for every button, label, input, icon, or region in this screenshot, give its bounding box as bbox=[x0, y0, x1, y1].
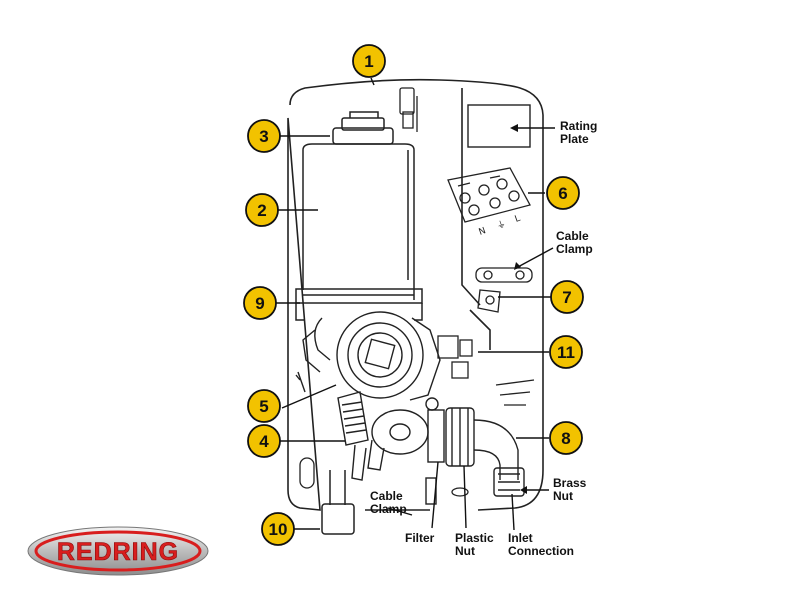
terminal-mark-n: N bbox=[478, 226, 488, 238]
callout-11-number: 11 bbox=[557, 343, 575, 362]
callout-6-number: 6 bbox=[558, 184, 567, 203]
label-brass-nut: Brass Nut bbox=[553, 476, 587, 503]
callout-1-number: 1 bbox=[364, 52, 373, 71]
backplate-details bbox=[299, 379, 535, 497]
callout-10-number: 10 bbox=[269, 520, 288, 539]
redring-logo: REDRING bbox=[27, 526, 209, 576]
cable-clamp-top bbox=[475, 267, 533, 283]
pressure-relief-device bbox=[437, 335, 473, 379]
label-inlet-connection: Inlet Connection bbox=[508, 531, 574, 558]
backplate-outline bbox=[287, 78, 544, 511]
callout-5-number: 5 bbox=[259, 397, 268, 416]
callout-10: 10 bbox=[261, 512, 295, 546]
terminal-mark-earth: ⏚ bbox=[495, 218, 507, 231]
callout-5: 5 bbox=[247, 389, 281, 423]
logo-text: REDRING bbox=[57, 538, 179, 566]
callout-8-number: 8 bbox=[561, 429, 570, 448]
flow-valve bbox=[295, 311, 441, 401]
thermal-cutout bbox=[477, 289, 501, 313]
filter-housing bbox=[425, 397, 475, 505]
callout-9-number: 9 bbox=[255, 294, 264, 313]
callout-9: 9 bbox=[243, 286, 277, 320]
label-rating-plate: Rating Plate bbox=[560, 119, 598, 146]
inlet-pipe bbox=[473, 419, 525, 497]
leader-lines bbox=[276, 77, 555, 531]
terminal-mark-l: L bbox=[514, 214, 522, 225]
callout-7-number: 7 bbox=[562, 288, 571, 307]
callout-badges: 1 2 3 4 5 6 7 8 9 10 11 bbox=[243, 44, 584, 546]
terminal-markings: N ⏚ L bbox=[478, 214, 522, 238]
label-plastic-nut: Plastic Nut bbox=[455, 531, 494, 558]
callout-3: 3 bbox=[247, 119, 281, 153]
callout-2-number: 2 bbox=[257, 201, 266, 220]
rating-plate bbox=[467, 104, 531, 148]
label-filter: Filter bbox=[405, 531, 435, 545]
callout-11: 11 bbox=[549, 335, 583, 369]
callout-7: 7 bbox=[550, 280, 584, 314]
unit-body bbox=[287, 78, 544, 511]
callout-3-number: 3 bbox=[259, 127, 268, 146]
arrowheads bbox=[510, 124, 527, 494]
label-cable-clamp-top: Cable Clamp bbox=[556, 229, 593, 256]
cable-entry-grommet bbox=[321, 470, 355, 535]
callout-8: 8 bbox=[549, 421, 583, 455]
label-cable-clamp-bottom: Cable Clamp bbox=[370, 489, 407, 516]
callout-2: 2 bbox=[245, 193, 279, 227]
terminal-block bbox=[447, 167, 531, 223]
heater-can bbox=[302, 111, 415, 300]
top-vent bbox=[399, 87, 418, 132]
callout-4: 4 bbox=[247, 424, 281, 458]
bracket bbox=[295, 288, 423, 321]
callout-1: 1 bbox=[352, 44, 386, 78]
solenoid-valve bbox=[337, 391, 429, 481]
callout-6: 6 bbox=[546, 176, 580, 210]
callout-4-number: 4 bbox=[259, 432, 269, 451]
